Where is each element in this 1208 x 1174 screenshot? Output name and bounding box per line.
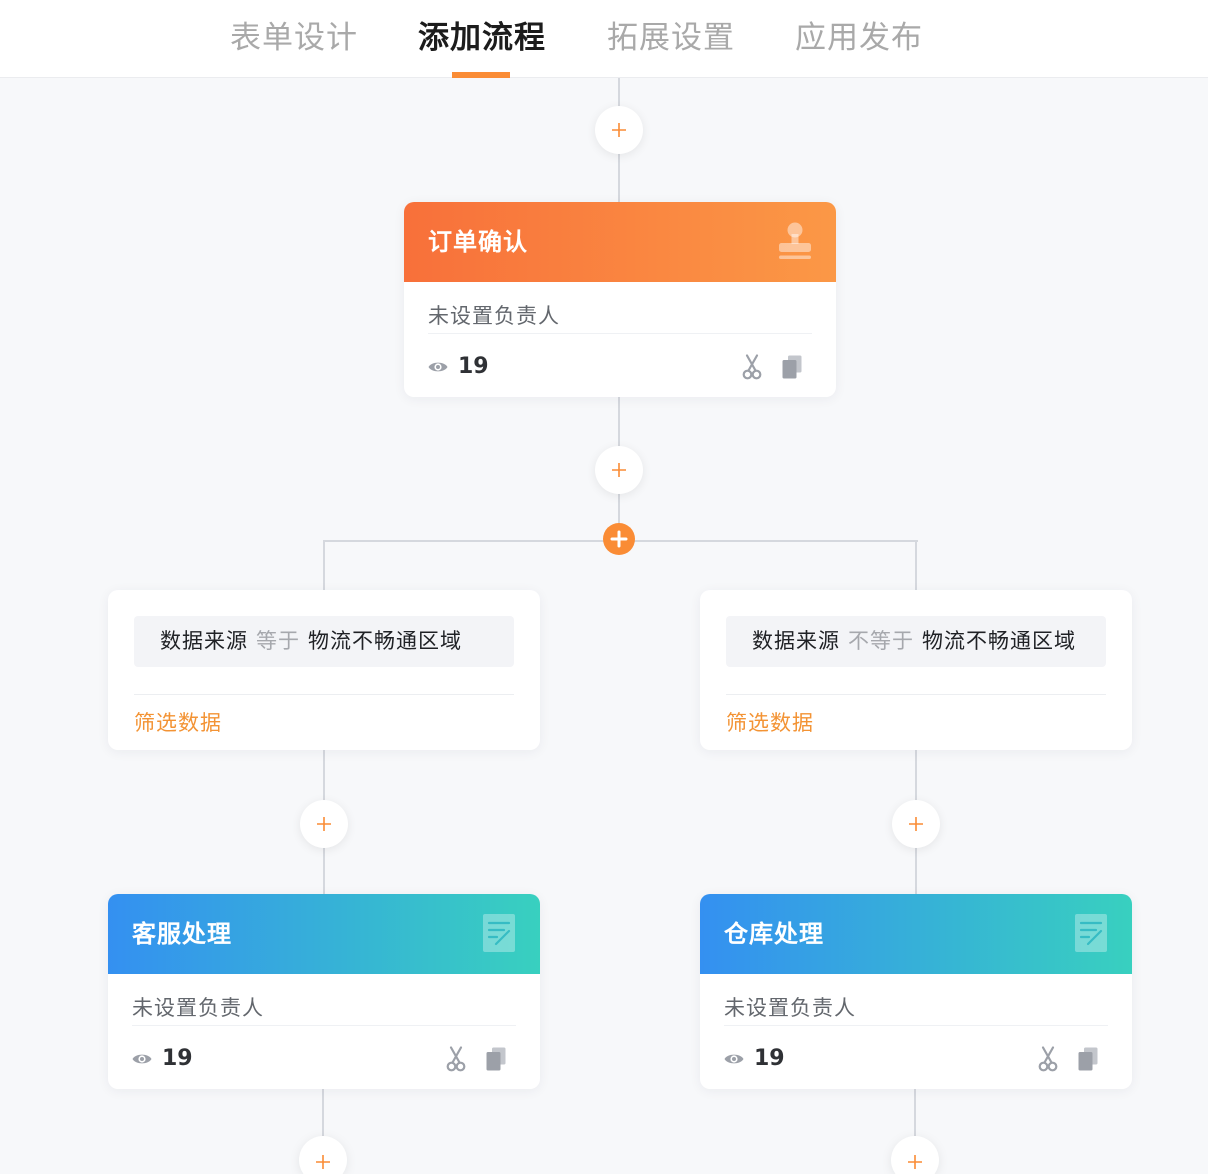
- plus-icon: [612, 463, 626, 477]
- condition-expression[interactable]: 数据来源等于物流不畅通区域: [134, 616, 514, 667]
- eye-icon: [428, 362, 448, 372]
- tab-form-design[interactable]: 表单设计: [230, 20, 358, 56]
- condition-card-branch-1[interactable]: 数据来源等于物流不畅通区域 筛选数据: [108, 590, 540, 750]
- eye-icon: [132, 1054, 152, 1064]
- condition-value: 物流不畅通区域: [922, 629, 1076, 653]
- form-edit-icon: [1075, 914, 1107, 952]
- node-assignee[interactable]: 未设置负责人: [428, 304, 560, 328]
- node-title: 订单确认: [428, 228, 528, 256]
- condition-operator: 等于: [256, 629, 300, 653]
- node-title: 客服处理: [132, 920, 232, 948]
- node-assignee[interactable]: 未设置负责人: [132, 996, 264, 1020]
- stamp-icon: [779, 222, 811, 259]
- plus-icon: [891, 1136, 939, 1174]
- tab-extension-settings[interactable]: 拓展设置: [607, 20, 735, 56]
- copy-icon[interactable]: [1078, 1047, 1098, 1071]
- add-step-button[interactable]: [300, 800, 348, 848]
- plus-circle-icon: [610, 530, 628, 548]
- active-tab-indicator: [452, 72, 510, 78]
- connector-line: [323, 540, 325, 590]
- tab-app-publish[interactable]: 应用发布: [795, 20, 923, 56]
- scissors-icon[interactable]: [742, 354, 762, 380]
- node-header: 客服处理: [108, 894, 540, 974]
- plus-icon: [612, 123, 626, 137]
- node-card-warehouse[interactable]: 仓库处理 未设置负责人 19: [700, 894, 1132, 1089]
- divider: [134, 694, 514, 695]
- add-step-button[interactable]: [891, 1136, 939, 1174]
- add-step-button[interactable]: [595, 106, 643, 154]
- filter-data-link[interactable]: 筛选数据: [726, 711, 814, 735]
- add-step-button[interactable]: [299, 1136, 347, 1174]
- condition-card-branch-2[interactable]: 数据来源不等于物流不畅通区域 筛选数据: [700, 590, 1132, 750]
- divider: [724, 1025, 1108, 1026]
- copy-icon[interactable]: [486, 1047, 506, 1071]
- divider: [428, 333, 812, 334]
- connector-line: [915, 540, 917, 590]
- condition-operator: 不等于: [848, 629, 914, 653]
- scissors-icon[interactable]: [446, 1046, 466, 1072]
- view-count: 19: [458, 354, 489, 379]
- condition-value: 物流不畅通区域: [308, 629, 462, 653]
- node-assignee[interactable]: 未设置负责人: [724, 996, 856, 1020]
- scissors-icon[interactable]: [1038, 1046, 1058, 1072]
- add-step-button[interactable]: [892, 800, 940, 848]
- plus-icon: [299, 1136, 347, 1174]
- node-header: 订单确认: [404, 202, 836, 282]
- copy-icon[interactable]: [782, 355, 802, 379]
- condition-field: 数据来源: [160, 629, 248, 653]
- condition-expression[interactable]: 数据来源不等于物流不畅通区域: [726, 616, 1106, 667]
- connector-line: [322, 1089, 324, 1136]
- node-title: 仓库处理: [724, 920, 824, 948]
- view-count: 19: [162, 1046, 193, 1071]
- plus-icon: [317, 817, 331, 831]
- condition-field: 数据来源: [752, 629, 840, 653]
- node-card-customer-service[interactable]: 客服处理 未设置负责人 19: [108, 894, 540, 1089]
- divider: [132, 1025, 516, 1026]
- top-tab-bar: 表单设计 添加流程 拓展设置 应用发布: [0, 0, 1208, 78]
- view-count: 19: [754, 1046, 785, 1071]
- add-branch-button[interactable]: [603, 523, 635, 555]
- plus-icon: [909, 817, 923, 831]
- connector-line: [914, 1089, 916, 1136]
- filter-data-link[interactable]: 筛选数据: [134, 711, 222, 735]
- divider: [726, 694, 1106, 695]
- form-edit-icon: [483, 914, 515, 952]
- tab-add-flow[interactable]: 添加流程: [418, 20, 546, 56]
- add-step-button[interactable]: [595, 446, 643, 494]
- node-card-order-confirm[interactable]: 订单确认 未设置负责人 19: [404, 202, 836, 397]
- node-header: 仓库处理: [700, 894, 1132, 974]
- eye-icon: [724, 1054, 744, 1064]
